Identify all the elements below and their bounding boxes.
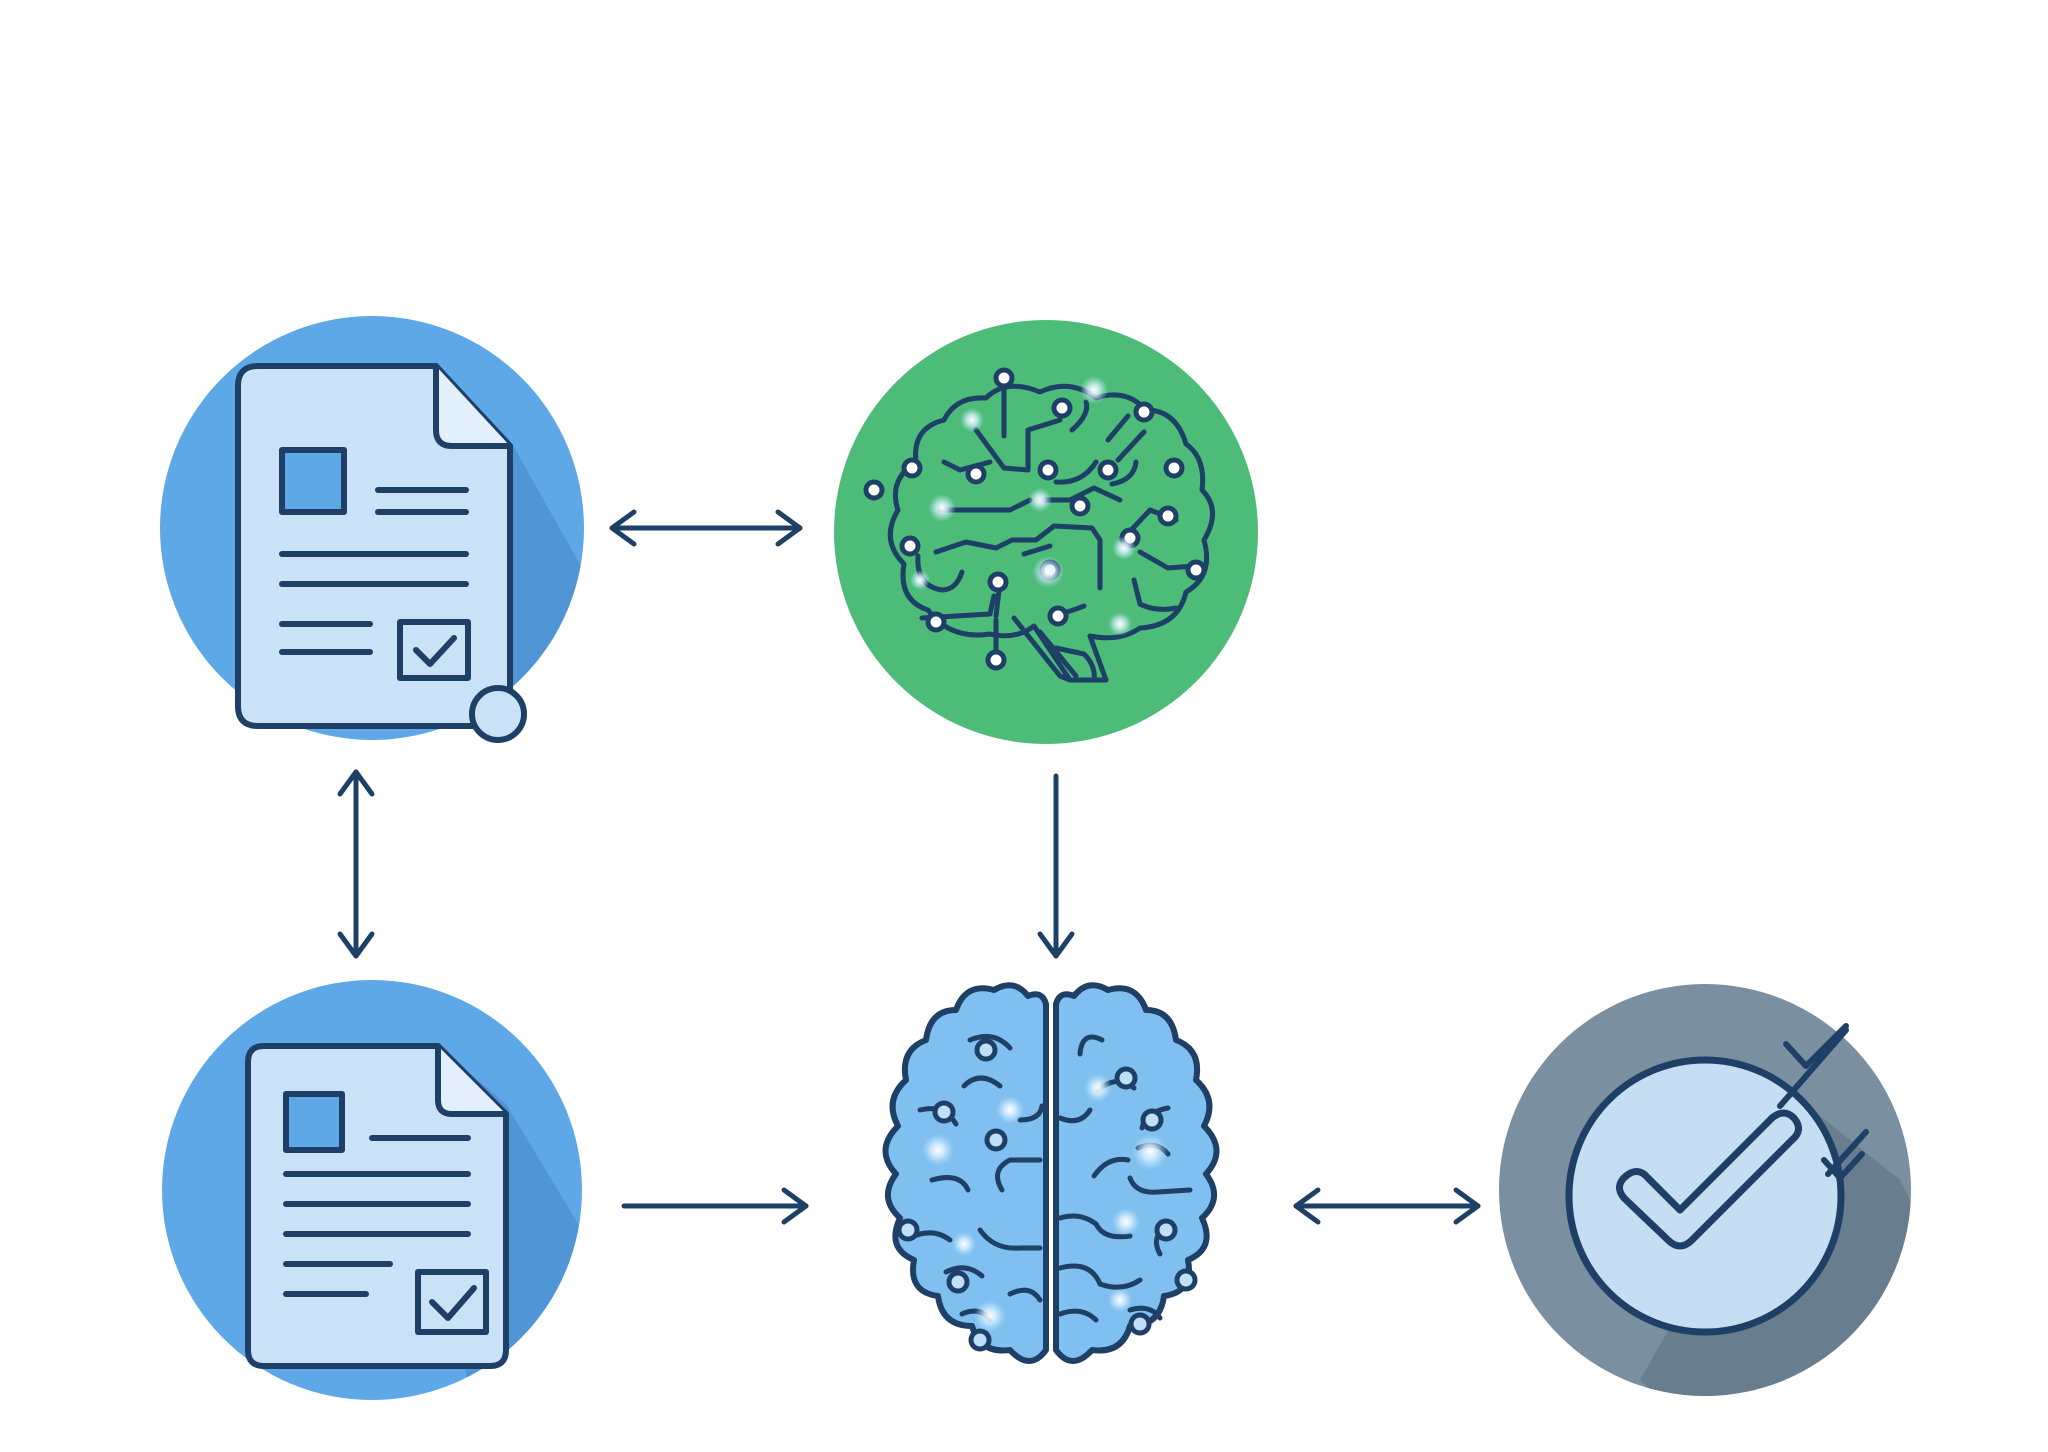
document-with-checkbox-icon: [235, 363, 513, 729]
circuit-glow-dots: [910, 376, 1136, 636]
document-bottom-node: [162, 980, 582, 1400]
circle-badge-icon: [469, 685, 527, 743]
brain-right-hemisphere: [1053, 982, 1220, 1364]
edges: [337, 509, 1481, 1225]
brain-hemispheres-icon: [882, 982, 1220, 1364]
brain-glow-dots: [922, 1074, 1168, 1332]
document-with-checkbox-icon: [245, 1043, 509, 1369]
checkmark-circle-icon: [1565, 1056, 1845, 1336]
verification-node: [1499, 984, 1911, 1396]
ai-brain-circuit-node: [834, 320, 1258, 744]
circuit-brain-icon: [863, 367, 1215, 683]
brain-left-hemisphere: [882, 982, 1049, 1364]
tick-marks-icon: [1777, 1023, 1869, 1181]
document-top-node: [160, 316, 584, 743]
split-brain-node: [882, 982, 1220, 1364]
brain-node-dots: [896, 1038, 1198, 1352]
